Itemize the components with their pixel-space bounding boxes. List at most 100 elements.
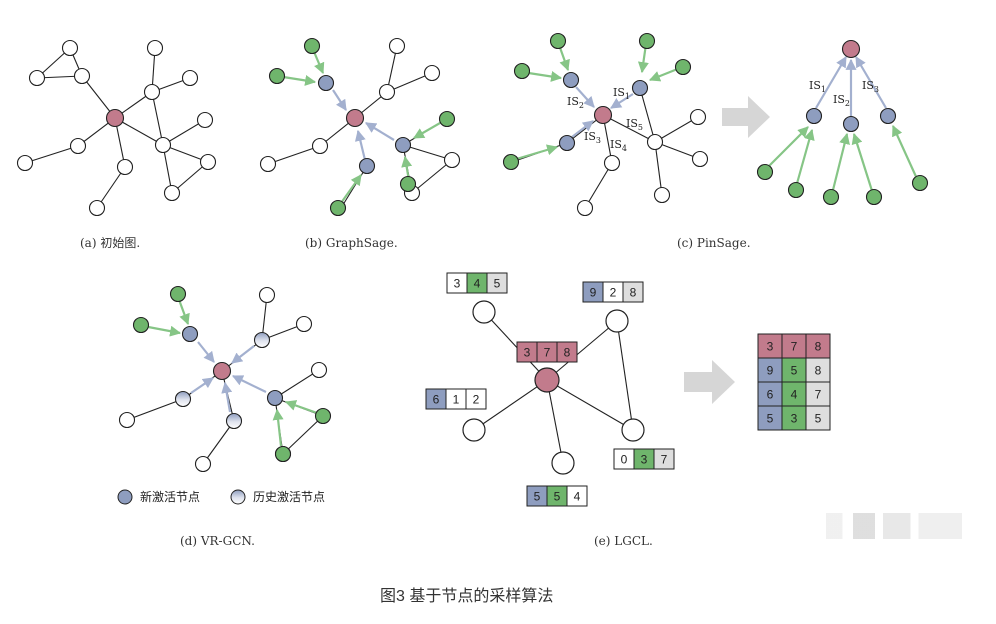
- matrix-value: 3: [791, 412, 798, 426]
- feature-value: 4: [474, 277, 481, 291]
- node: [443, 151, 461, 169]
- feature-value: 3: [454, 277, 461, 291]
- sampled-node: [558, 134, 576, 152]
- sampled-node: [394, 136, 412, 154]
- node: [310, 361, 328, 379]
- neighbor-node: [822, 188, 840, 206]
- neighbor-node: [911, 174, 929, 192]
- node: [472, 300, 496, 324]
- node: [378, 83, 396, 101]
- target-node: [105, 108, 125, 128]
- panel-initial-graph: (a) 初始图.: [16, 39, 217, 250]
- matrix-value: 9: [767, 364, 774, 378]
- matrix-cell: [805, 405, 831, 431]
- legend-history-label: 历史激活节点: [253, 490, 325, 504]
- is-label: IS2: [833, 93, 850, 108]
- panel-vr-gcn: 新激活节点 历史激活节点 (d) VR-GCN.: [117, 285, 332, 548]
- node: [259, 155, 277, 173]
- feature-value: 8: [630, 286, 637, 300]
- node: [551, 451, 575, 475]
- sampled-node: [562, 71, 580, 89]
- neighbor-node: [787, 181, 805, 199]
- legend-history-swatch: [230, 489, 246, 505]
- matrix-value: 8: [815, 340, 822, 354]
- is-label: IS1: [613, 86, 630, 101]
- feature-value: 5: [534, 490, 541, 504]
- is-label: IS3: [862, 79, 879, 94]
- panel-pinsage: IS1 IS2 IS3 IS4 IS5: [502, 32, 929, 250]
- matrix-cell: [781, 405, 807, 431]
- neighbor-node: [399, 175, 417, 193]
- node: [163, 184, 181, 202]
- matrix-value: 8: [815, 364, 822, 378]
- neighbor-node: [438, 110, 456, 128]
- target-node: [212, 361, 232, 381]
- neighbor-node: [169, 285, 187, 303]
- neighbor-node: [274, 445, 292, 463]
- matrix-cell: [805, 381, 831, 407]
- sampled-node: [842, 115, 860, 133]
- node: [181, 69, 199, 87]
- neighbor-node: [314, 407, 332, 425]
- node: [691, 150, 709, 168]
- feature-cell: [566, 485, 588, 507]
- node: [154, 136, 172, 154]
- feature-value: 6: [433, 393, 440, 407]
- neighbor-node: [674, 58, 692, 76]
- transform-arrow: [684, 360, 735, 404]
- node: [258, 286, 276, 304]
- feature-cell: [556, 341, 578, 363]
- neighbor-node: [329, 199, 347, 217]
- feature-value: 4: [574, 490, 581, 504]
- watermark: [826, 513, 962, 539]
- node: [388, 37, 406, 55]
- matrix-value: 3: [767, 340, 774, 354]
- node: [689, 108, 707, 126]
- feature-value: 7: [544, 346, 551, 360]
- sampled-node: [266, 389, 284, 407]
- node: [653, 186, 671, 204]
- node: [61, 39, 79, 57]
- node: [462, 418, 486, 442]
- neighbor-node: [502, 153, 520, 171]
- feature-value: 3: [524, 346, 531, 360]
- matrix-cell: [757, 405, 783, 431]
- neighbor-node: [549, 32, 567, 50]
- feature-value: 5: [554, 490, 561, 504]
- feature-value: 9: [590, 286, 597, 300]
- node: [194, 455, 212, 473]
- feature-cell: [622, 281, 644, 303]
- is-label: IS1: [809, 79, 826, 94]
- node: [16, 154, 34, 172]
- sampled-node: [879, 107, 897, 125]
- feature-value: 5: [494, 277, 501, 291]
- target-node: [593, 105, 613, 125]
- matrix-value: 5: [815, 412, 822, 426]
- target-node: [841, 39, 861, 59]
- node: [28, 69, 46, 87]
- neighbor-node: [513, 62, 531, 80]
- neighbor-node: [132, 316, 150, 334]
- feature-cell: [465, 388, 487, 410]
- node: [143, 83, 161, 101]
- node: [146, 39, 164, 57]
- feature-cell: [486, 272, 508, 294]
- history-node: [174, 390, 192, 408]
- sampled-node: [181, 325, 199, 343]
- node: [116, 158, 134, 176]
- caption-e: (e) LGCL.: [594, 534, 653, 548]
- target-node: [345, 108, 365, 128]
- feature-value: 0: [621, 453, 628, 467]
- node: [88, 199, 106, 217]
- history-node: [225, 412, 243, 430]
- neighbor-node: [303, 37, 321, 55]
- feature-value: 2: [610, 286, 617, 300]
- node: [621, 418, 645, 442]
